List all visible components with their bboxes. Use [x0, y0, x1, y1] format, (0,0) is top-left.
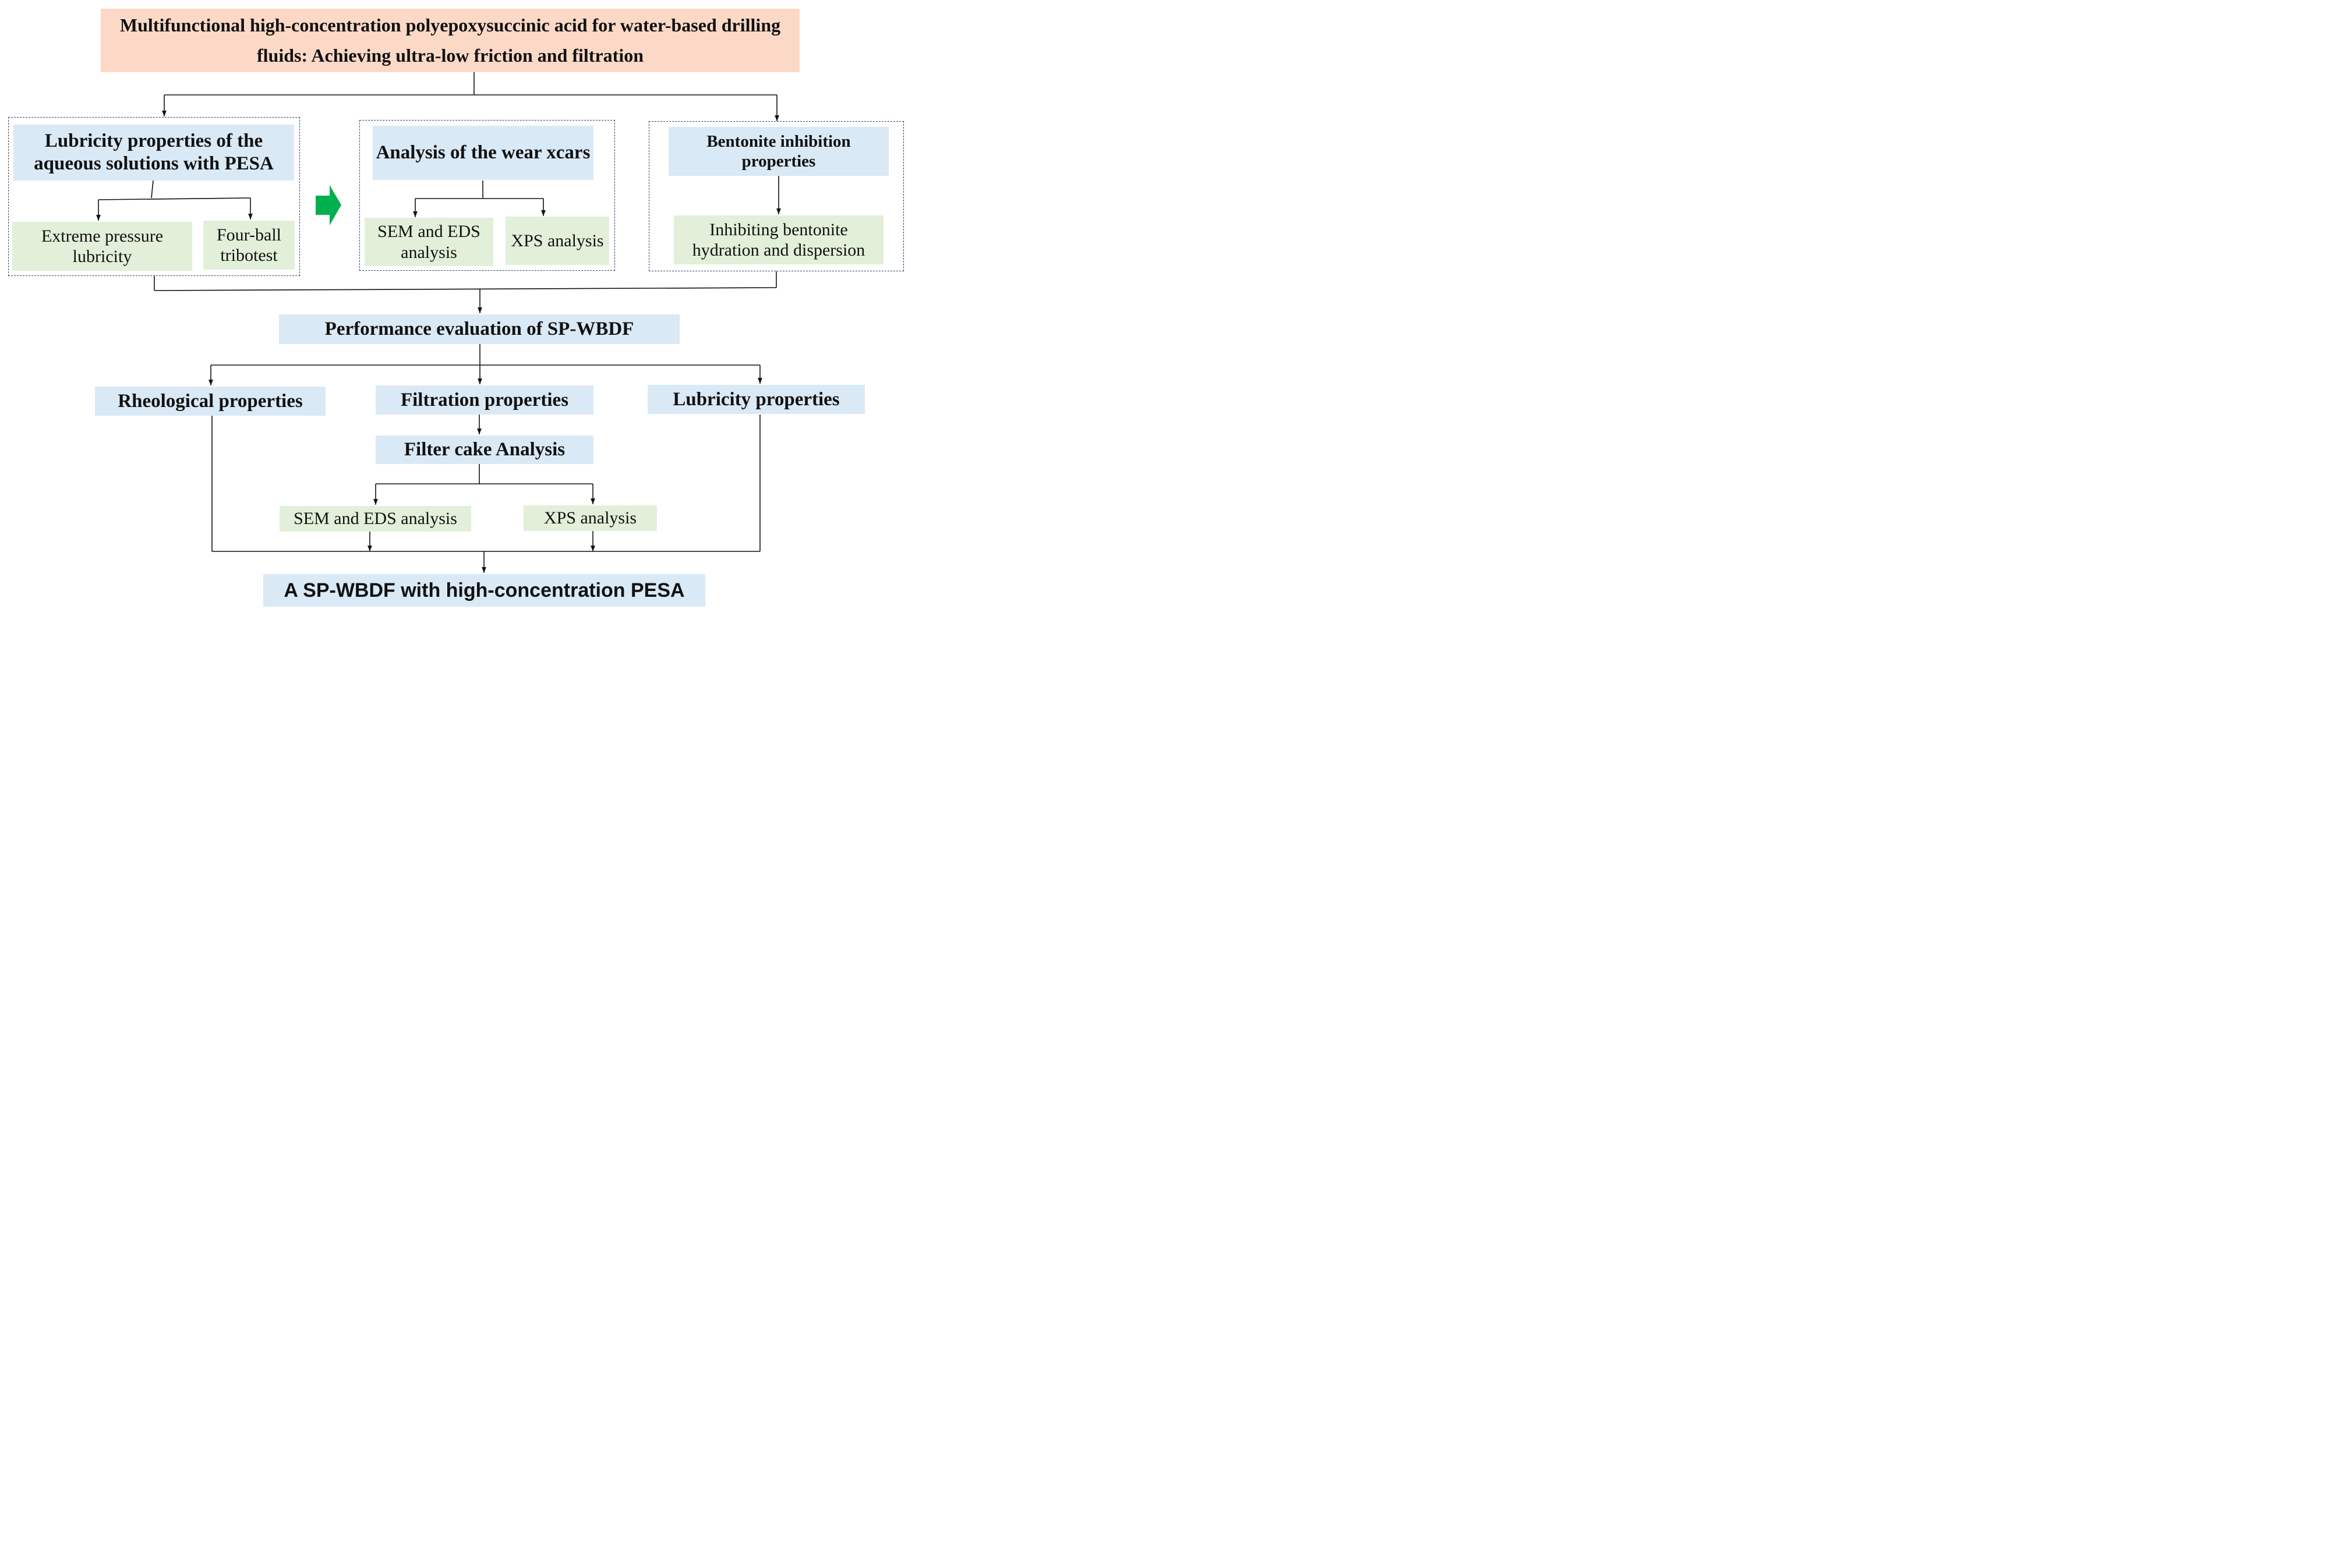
cake-xps-text: XPS analysis [543, 508, 637, 528]
bentonite-group [649, 121, 904, 271]
wear-heading-text: Analysis of the wear xcars [376, 142, 591, 164]
performance-evaluation-box: Performance evaluation of SP-WBDF [279, 314, 680, 344]
four-ball-text: Four-ball tribotest [216, 225, 282, 265]
wear-sem-eds-box: SEM and EDS analysis [365, 218, 493, 266]
filter-cake-text: Filter cake Analysis [404, 439, 566, 461]
lubricity-heading: Lubricity properties of the aqueous solu… [13, 125, 294, 180]
wear-xps-box: XPS analysis [506, 217, 609, 265]
filtration-box: Filtration properties [376, 385, 593, 415]
right-arrow-icon [316, 185, 341, 225]
inhibiting-bentonite-text: Inhibiting bentonite hydration and dispe… [692, 220, 865, 260]
extreme-pressure-text: Extreme pressure lubricity [41, 226, 164, 266]
rheological-text: Rheological properties [118, 390, 303, 412]
four-ball-box: Four-ball tribotest [203, 221, 295, 270]
lubricity-properties-box: Lubricity properties [648, 385, 865, 414]
extreme-pressure-box: Extreme pressure lubricity [12, 222, 192, 271]
diagram-title: Multifunctional high-concentration polye… [101, 9, 800, 72]
cake-sem-eds-box: SEM and EDS analysis [280, 506, 471, 532]
wear-xps-text: XPS analysis [511, 231, 604, 250]
cake-xps-box: XPS analysis [524, 505, 657, 531]
performance-evaluation-text: Performance evaluation of SP-WBDF [324, 318, 634, 340]
diagram-title-text: Multifunctional high-concentration polye… [119, 15, 781, 66]
result-text: A SP-WBDF with high-concentration PESA [284, 579, 685, 601]
inhibiting-bentonite-box: Inhibiting bentonite hydration and dispe… [674, 215, 883, 264]
filter-cake-box: Filter cake Analysis [376, 436, 593, 464]
bentonite-heading: Bentonite inhibition properties [669, 127, 889, 176]
flowchart: Multifunctional high-concentration polye… [0, 0, 913, 613]
filtration-text: Filtration properties [400, 389, 569, 410]
lubricity-heading-text: Lubricity properties of the aqueous solu… [34, 130, 274, 174]
connector-lines [96, 72, 781, 573]
lubricity-properties-text: Lubricity properties [673, 388, 840, 410]
rheological-box: Rheological properties [95, 387, 326, 416]
result-box: A SP-WBDF with high-concentration PESA [263, 574, 705, 607]
lubricity-group [8, 117, 300, 276]
wear-sem-eds-text: SEM and EDS analysis [377, 222, 480, 262]
bentonite-heading-text: Bentonite inhibition properties [706, 132, 851, 171]
cake-sem-eds-text: SEM and EDS analysis [294, 509, 457, 529]
wear-heading: Analysis of the wear xcars [373, 126, 593, 180]
wear-analysis-group [359, 120, 615, 271]
